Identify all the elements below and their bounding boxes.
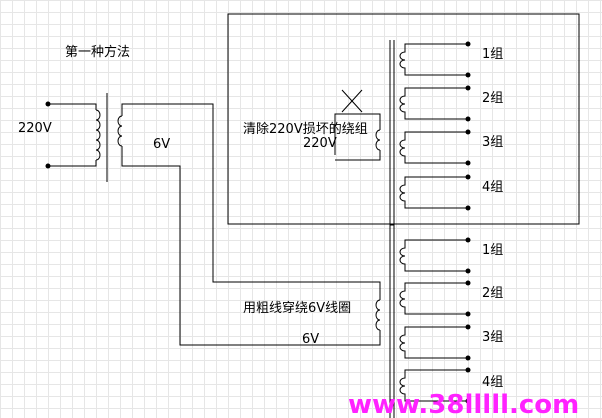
terminal	[465, 85, 471, 91]
bottom-group-label-4: 4组	[482, 375, 503, 390]
top-terminals	[465, 41, 471, 211]
terminal	[465, 324, 471, 330]
top-winding-3	[399, 131, 468, 164]
secondary-top-wire	[121, 103, 381, 300]
top-group-label-4: 4组	[482, 180, 503, 195]
cross-mark-b	[341, 89, 363, 113]
terminal	[465, 205, 471, 211]
secondary-voltage-label: 6V	[153, 137, 170, 152]
removed-coil-wire-top	[334, 113, 381, 155]
removed-coil-voltage-label: 220V	[303, 136, 337, 151]
terminal	[465, 355, 471, 361]
top-winding-1	[399, 43, 468, 76]
primary-terminal-top	[45, 101, 51, 107]
top-group-windings: 1组 2组 3组 4组	[399, 41, 503, 211]
terminal	[465, 174, 471, 180]
terminal	[465, 116, 471, 122]
terminal	[465, 41, 471, 47]
rewind-label: 用粗线穿绕6V线圈	[243, 300, 351, 316]
primary-bottom-lead	[48, 160, 97, 167]
terminal	[465, 398, 471, 404]
method-title: 第一种方法	[65, 44, 130, 60]
rewind-voltage-label: 6V	[302, 332, 319, 347]
top-group-label-3: 3组	[482, 135, 503, 150]
terminal	[465, 311, 471, 317]
top-group-label-2: 2组	[482, 91, 503, 106]
bottom-terminals	[465, 237, 471, 404]
remove-winding-label: 清除220V损坏的绕组	[243, 121, 368, 137]
primary-voltage-label: 220V	[18, 121, 52, 136]
bottom-winding-2	[399, 282, 468, 315]
primary-top-lead	[48, 103, 97, 110]
bottom-winding-3	[399, 326, 468, 359]
removed-220v-coil	[375, 129, 381, 151]
secondary-coil	[117, 115, 123, 147]
bottom-winding-4	[399, 369, 468, 402]
right-transformer: 清除220V损坏的绕组 220V 用粗线穿绕6V线圈 6V 1组 2组	[243, 40, 503, 418]
bottom-group-label-2: 2组	[482, 286, 503, 301]
removed-coil-wire-bottom	[335, 150, 381, 161]
top-winding-4	[399, 176, 468, 209]
site-watermark: www.38lllll.com	[348, 390, 579, 418]
bottom-group-windings: 1组 2组 3组 4组	[399, 237, 503, 404]
terminal	[465, 72, 471, 78]
removed-winding-box	[227, 13, 580, 225]
terminal	[465, 160, 471, 166]
top-winding-2	[399, 87, 468, 120]
primary-terminal-bottom	[45, 163, 51, 169]
bottom-group-label-3: 3组	[482, 330, 503, 345]
bottom-group-label-1: 1组	[482, 243, 503, 258]
primary-coil	[95, 109, 101, 161]
terminal	[465, 367, 471, 373]
secondary-bottom-wire	[121, 146, 381, 346]
terminal	[465, 237, 471, 243]
terminal	[465, 129, 471, 135]
new-6v-coil	[375, 299, 381, 331]
top-group-label-1: 1组	[482, 47, 503, 62]
left-transformer: 220V 6V	[18, 93, 381, 346]
terminal	[465, 268, 471, 274]
terminal	[465, 280, 471, 286]
bottom-winding-1	[399, 239, 468, 272]
